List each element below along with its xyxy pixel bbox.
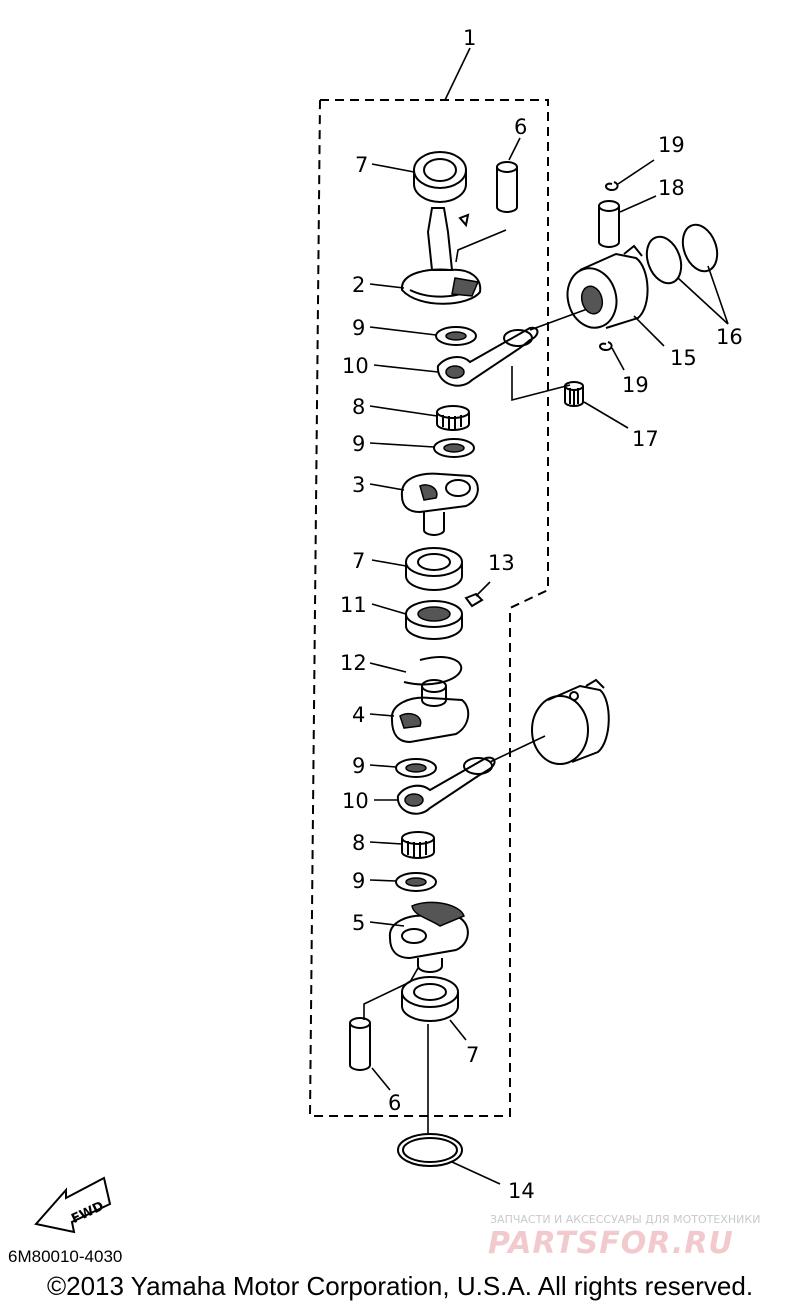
dowel-alignment-line-bottom [363, 967, 419, 1020]
part-9-washer-b [433, 438, 475, 458]
part-7-bearing-bottom [401, 976, 459, 1022]
leader-8b [369, 841, 403, 845]
leader-6b [371, 1067, 391, 1091]
assembly-boundary [308, 99, 549, 1117]
callout-7: 7 [466, 1043, 479, 1067]
leader-9a [369, 326, 437, 336]
part-19-clip-top [605, 181, 619, 192]
part-16-piston-rings [645, 223, 719, 285]
fwd-label: FWD [69, 1199, 106, 1227]
leader-19a [617, 159, 655, 185]
leader-14 [451, 1161, 501, 1185]
part-17-small-end-bearing [564, 381, 584, 407]
callout-4: 4 [352, 703, 365, 727]
part-9-washer-c [395, 758, 437, 778]
callout-11: 11 [340, 593, 367, 617]
leader-5 [369, 921, 405, 927]
callout-10: 10 [342, 354, 369, 378]
part-18-piston-pin [598, 200, 620, 248]
leader-7b [371, 559, 407, 567]
part-6-dowel-bottom [349, 1017, 371, 1071]
callout-2: 2 [352, 273, 365, 297]
part-7-bearing-top [413, 151, 467, 203]
part-19-clip-bottom [599, 341, 613, 352]
callout-3: 3 [352, 473, 365, 497]
callout-18: 18 [658, 176, 685, 200]
part-2-crank-web [400, 207, 482, 305]
leader-11 [371, 603, 407, 615]
leader-15 [633, 315, 665, 347]
callout-15: 15 [670, 346, 697, 370]
part-7-bearing-mid [405, 547, 463, 591]
leader-4 [369, 713, 395, 717]
leader-9c [369, 764, 397, 768]
leader-16 [677, 265, 729, 325]
part-15-piston [566, 244, 649, 329]
callout-16: 16 [716, 325, 743, 349]
callout-17: 17 [632, 427, 659, 451]
callout-13: 13 [488, 551, 515, 575]
leader-13 [475, 581, 491, 597]
part-6-dowel-top [496, 161, 518, 213]
leader-10a [373, 364, 439, 373]
watermark-brand: PARTSFOR.RU [488, 1226, 734, 1261]
part-piston-lower [531, 678, 610, 765]
leader-2 [369, 283, 405, 289]
dowel-alignment-line-top [455, 229, 507, 263]
rod-to-bearing-line [511, 366, 571, 402]
leader-1 [444, 47, 471, 101]
rod-to-piston-line-top [529, 307, 591, 331]
copyright-notice: ©2013 Yamaha Motor Corporation, U.S.A. A… [46, 1271, 754, 1301]
watermark-tagline: ЗАПЧАСТИ И АКСЕССУАРЫ ДЛЯ МОТОТЕХНИКИ [490, 1213, 761, 1226]
callout-19: 19 [658, 133, 685, 157]
callout-8: 8 [352, 395, 365, 419]
leader-9d [369, 879, 397, 882]
callout-10: 10 [342, 789, 369, 813]
part-11-oil-seal [405, 600, 463, 640]
leader-7a [371, 163, 415, 173]
part-3-crank-web [400, 472, 479, 536]
callout-19: 19 [622, 373, 649, 397]
part-8-needle-bearing-b [401, 831, 435, 859]
part-13-key [464, 592, 484, 608]
callout-9: 9 [352, 869, 365, 893]
callout-6: 6 [514, 115, 527, 139]
rod-to-piston-line-bottom [489, 735, 546, 763]
drawing-code: 6M80010-4030 [8, 1247, 123, 1266]
part-5-crank-web [388, 901, 469, 973]
leader-7c [449, 1019, 467, 1041]
leader-17 [583, 401, 629, 429]
leader-8a [369, 405, 438, 417]
part-9-washer-d [395, 872, 437, 892]
part-4-crank-web [390, 679, 470, 744]
leader-9b [369, 442, 435, 448]
leader-6a [508, 137, 521, 161]
part-9-washer-a [435, 326, 477, 346]
callout-12: 12 [340, 651, 367, 675]
callout-5: 5 [352, 911, 365, 935]
callout-14: 14 [508, 1179, 535, 1203]
callout-7: 7 [355, 153, 368, 177]
callout-8: 8 [352, 831, 365, 855]
leader-18 [619, 195, 657, 213]
part-14-o-ring [397, 1133, 463, 1167]
fwd-arrow [34, 1176, 112, 1234]
part-10-connecting-rod-a [436, 326, 539, 387]
part-12-circlip [403, 656, 463, 686]
callout-9: 9 [352, 316, 365, 340]
callout-1: 1 [463, 26, 476, 50]
leader-12 [369, 662, 407, 673]
leader-19b [611, 347, 625, 371]
callout-6: 6 [388, 1091, 401, 1115]
callout-9: 9 [352, 754, 365, 778]
callout-7: 7 [352, 549, 365, 573]
part-8-needle-bearing-a [436, 405, 470, 431]
part-10-connecting-rod-b [396, 756, 496, 815]
leader-3 [369, 483, 405, 491]
callout-9: 9 [352, 432, 365, 456]
